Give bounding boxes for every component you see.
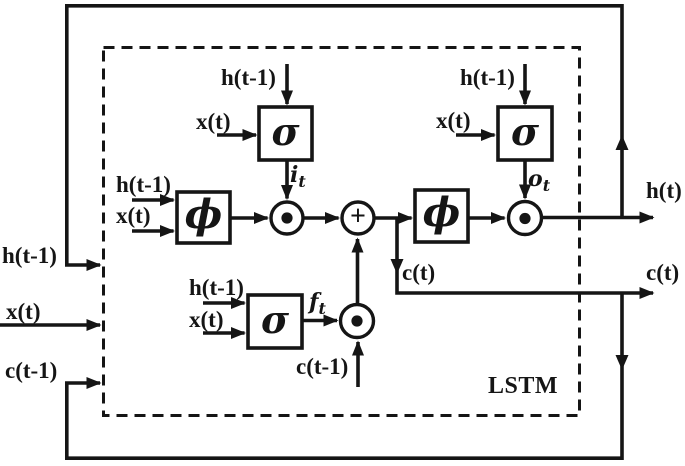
label-h-prev-candidate: h(t-1)	[116, 172, 171, 197]
forget-gate-sigma: σ	[248, 295, 302, 348]
output-phi: ϕ	[415, 190, 468, 242]
label-ot-base: o	[528, 166, 543, 192]
label-x-forget-gate: x(t)	[189, 307, 224, 332]
sigma-symbol: σ	[510, 108, 540, 154]
input-gate-box	[257, 105, 314, 162]
label-it-sub: t	[298, 172, 306, 191]
label-c-internal: c(t)	[402, 260, 436, 285]
label-x-input-gate: x(t)	[196, 109, 231, 134]
label-h-prev-external: h(t-1)	[2, 243, 57, 268]
label-ot: ot	[528, 166, 550, 194]
h-loop-up-arrowhead-icon	[615, 135, 629, 150]
label-ft: ft	[309, 289, 326, 317]
input-multiply-dot-icon	[281, 212, 293, 224]
output-multiply-dot-icon	[519, 212, 531, 225]
c-loop-down-arrowhead-icon	[615, 355, 629, 370]
label-it-base: i	[290, 162, 299, 188]
add-operator-symbol: +	[350, 200, 366, 232]
label-c-prev-external: c(t-1)	[5, 358, 58, 383]
sigma-symbol: σ	[271, 108, 300, 154]
input-gate-sigma: σ	[259, 107, 312, 160]
add-node	[340, 200, 376, 236]
output-gate-sigma: σ	[498, 107, 552, 160]
forget-gate-box	[246, 293, 304, 350]
lstm-block-dashed-border	[102, 46, 581, 417]
phi-symbol: ϕ	[422, 189, 461, 236]
c-recurrence-loop-wire	[65, 293, 624, 460]
label-lstm-block: LSTM	[488, 373, 559, 399]
forget-multiply-dot-icon	[351, 315, 363, 327]
candidate-phi: ϕ	[177, 192, 230, 243]
candidate-tanh-box	[175, 190, 232, 245]
h-recurrence-loop-wire	[65, 4, 624, 272]
label-h-prev-forget-gate: h(t-1)	[189, 275, 244, 300]
label-c-prev-internal: c(t-1)	[296, 354, 349, 379]
label-it: it	[290, 162, 306, 190]
label-x-candidate: x(t)	[116, 203, 151, 228]
label-h-prev-output-gate: h(t-1)	[460, 65, 515, 90]
label-ft-sub: t	[318, 299, 326, 318]
sigma-symbol: σ	[260, 296, 290, 342]
label-h-output: h(t)	[646, 178, 682, 203]
phi-symbol: ϕ	[184, 190, 223, 238]
c-state-branch-wire	[395, 218, 655, 300]
output-gate-box	[496, 105, 554, 162]
label-h-prev-input-gate: h(t-1)	[221, 65, 276, 90]
label-ot-sub: t	[542, 176, 551, 195]
label-c-output: c(t)	[646, 260, 680, 285]
c-branch-down-arrowhead-icon	[390, 259, 404, 274]
label-x-external: x(t)	[6, 299, 41, 324]
output-tanh-box	[413, 188, 470, 244]
label-ft-base: f	[309, 289, 319, 315]
label-x-output-gate: x(t)	[436, 108, 471, 133]
